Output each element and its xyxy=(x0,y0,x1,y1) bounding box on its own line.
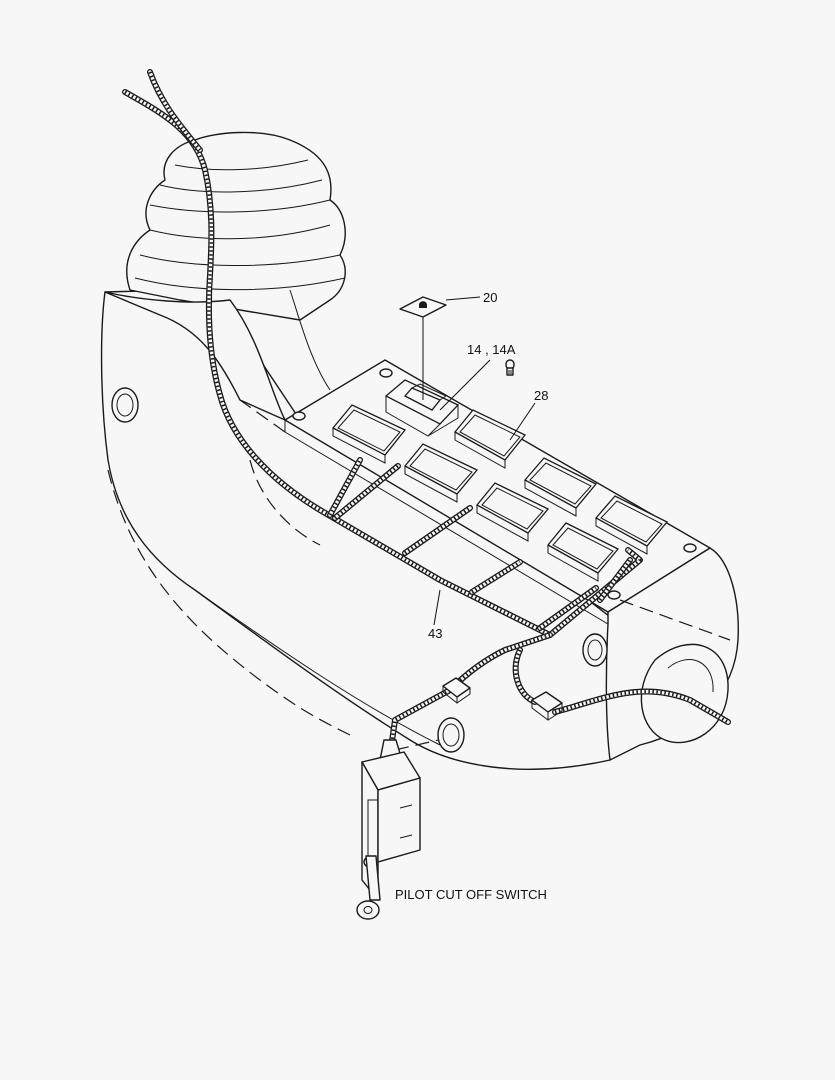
callout-28: 28 xyxy=(534,388,548,403)
harness-connector xyxy=(442,677,471,705)
switch-label: PILOT CUT OFF SWITCH xyxy=(395,887,547,902)
rocker-switch xyxy=(403,443,479,503)
harness-connector xyxy=(531,691,563,721)
rocker-switch xyxy=(594,495,669,555)
callout-20: 20 xyxy=(483,290,497,305)
rocker-switch xyxy=(331,404,407,464)
rocker-switch xyxy=(454,409,527,469)
lens-plate-icon xyxy=(399,296,447,318)
joystick-boot xyxy=(104,131,346,421)
rocker-switch xyxy=(476,482,550,542)
leader-line-20 xyxy=(445,296,481,301)
wiring-harness xyxy=(122,69,731,758)
rocker-switch-array xyxy=(331,404,669,582)
pilot-cut-off-switch xyxy=(356,739,421,920)
leader-line-14 xyxy=(439,359,491,411)
lamp-bulb-icon xyxy=(505,359,515,376)
callout-14-14a: 14 , 14A xyxy=(467,342,516,357)
rocker-switch xyxy=(547,522,620,582)
leader-line-28 xyxy=(509,402,536,441)
rocker-switch xyxy=(523,457,598,517)
indicator-switch xyxy=(384,296,515,437)
leader-line-43 xyxy=(433,589,441,626)
callout-43: 43 xyxy=(428,626,442,641)
